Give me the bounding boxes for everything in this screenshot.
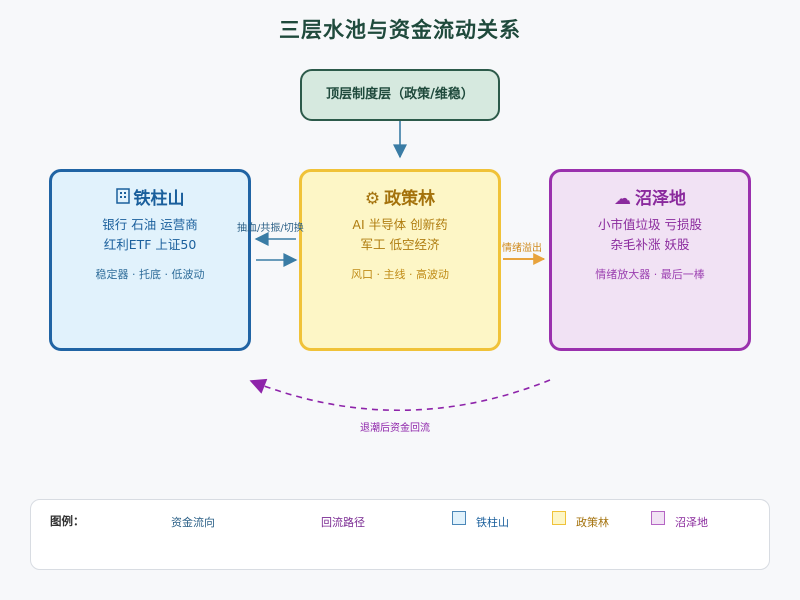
pool-iron-desc: 稳定器 · 托底 · 低波动 [95, 268, 205, 281]
pool-policy-forest: ⚙政策林 AI 半导体 创新药 军工 低空经济 风口 · 主线 · 高波动 [299, 169, 501, 351]
legend-fund-flow-label: 资金流向 [171, 516, 215, 529]
pool-forest-title-row: ⚙政策林 [302, 184, 498, 209]
legend-swatch-iron [452, 511, 466, 525]
edge-label-return-flow: 退潮后资金回流 [360, 423, 430, 434]
pool-iron-pillar: 铁柱山 银行 石油 运营商 红利ETF 上证50 稳定器 · 托底 · 低波动 [49, 169, 251, 351]
pool-iron-line-2: 红利ETF 上证50 [103, 237, 197, 252]
pool-swamp-title-row: ☁沼泽地 [552, 184, 748, 209]
legend-swatch-swamp [651, 511, 665, 525]
pool-swamp-title: 沼泽地 [635, 189, 686, 209]
legend-swamp-label: 沼泽地 [675, 516, 708, 529]
pool-iron-title-row: 铁柱山 [52, 184, 248, 209]
pool-swamp: ☁沼泽地 小市值垃圾 亏损股 杂毛补涨 妖股 情绪放大器 · 最后一棒 [549, 169, 751, 351]
legend-swatch-forest [552, 511, 566, 525]
legend-return-path-label: 回流路径 [321, 516, 365, 529]
legend-forest-label: 政策林 [576, 516, 609, 529]
pool-swamp-desc: 情绪放大器 · 最后一棒 [595, 268, 705, 281]
legend-iron-label: 铁柱山 [476, 516, 509, 529]
edge-label-iron-forest: 抽血/共振/切换 [237, 223, 304, 234]
cloud-icon: ☁ [614, 189, 631, 209]
legend: 图例： 资金流向 回流路径 铁柱山 政策林 沼泽地 [30, 499, 770, 570]
building-icon [115, 188, 130, 204]
pool-forest-title: 政策林 [384, 189, 436, 209]
top-policy-layer: 顶层制度层（政策/维稳） [300, 69, 500, 121]
pool-forest-line-1: AI 半导体 创新药 [352, 217, 448, 232]
pool-iron-line-1: 银行 石油 运营商 [102, 217, 198, 232]
pool-swamp-line-1: 小市值垃圾 亏损股 [598, 217, 702, 232]
pool-iron-title: 铁柱山 [133, 189, 185, 209]
legend-title: 图例： [50, 514, 85, 528]
pool-forest-desc: 风口 · 主线 · 高波动 [351, 268, 449, 281]
top-policy-label: 顶层制度层（政策/维稳） [326, 87, 474, 102]
arrow-return-flow [249, 378, 551, 412]
edge-label-forest-swamp: 情绪溢出 [502, 243, 542, 254]
gear-bulb-icon: ⚙ [364, 189, 381, 209]
pool-forest-line-2: 军工 低空经济 [360, 237, 440, 252]
pool-swamp-line-2: 杂毛补涨 妖股 [610, 237, 690, 252]
diagram-title: 三层水池与资金流动关系 [279, 18, 521, 42]
